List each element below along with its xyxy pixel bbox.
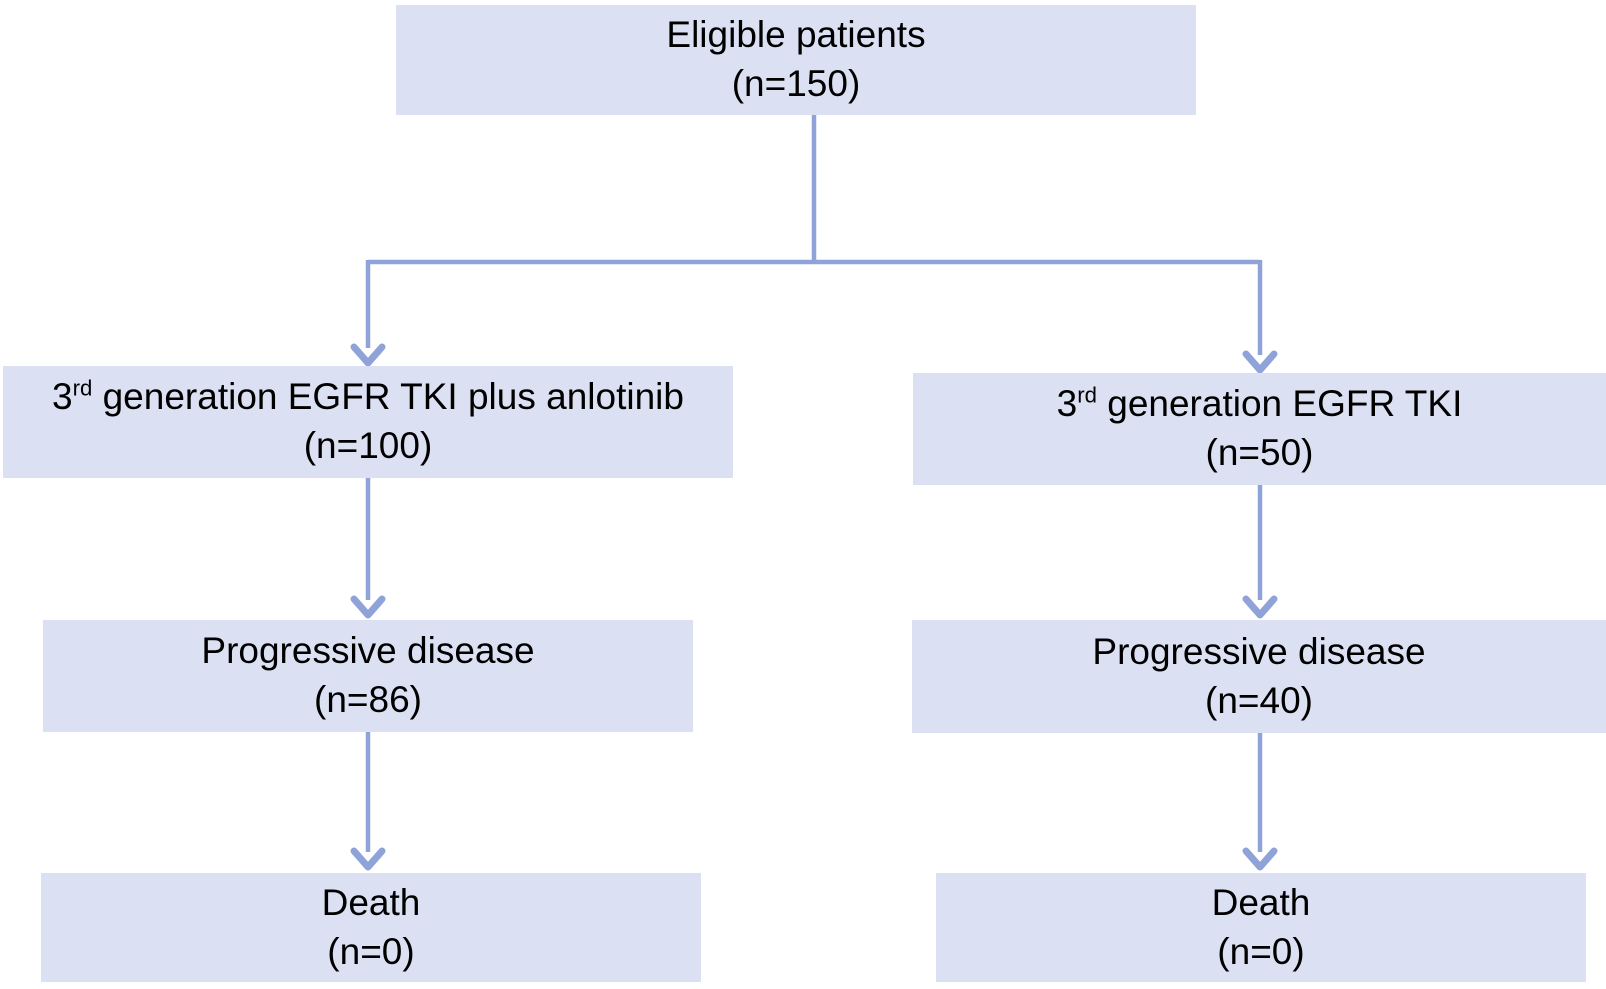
node-label-text: 3 [1056, 383, 1078, 425]
node-count: (n=150) [731, 63, 861, 104]
node-label-superscript: rd [1077, 382, 1097, 408]
node-label-text-rest: generation EGFR TKI [1096, 383, 1463, 425]
node-count: (n=100) [303, 425, 433, 466]
node-count: (n=50) [1205, 432, 1314, 473]
node-label-superscript: rd [72, 375, 93, 401]
arrow-left-pd-head [350, 595, 386, 619]
node-label: Death [1212, 879, 1311, 928]
node-tki: 3rd generation EGFR TKI (n=50) [913, 373, 1606, 485]
node-label-text-rest: generation EGFR TKI plus anlotinib [92, 376, 684, 418]
node-label-text: Progressive disease [1092, 630, 1426, 672]
node-label-text: Progressive disease [201, 630, 535, 672]
node-eligible-patients: Eligible patients (n=150) [396, 5, 1196, 115]
node-label: Progressive disease [201, 627, 534, 676]
arrow-right-death-head [1242, 847, 1278, 871]
node-label-text: Eligible patients [666, 14, 926, 56]
node-tki-plus-anlotinib: 3rd generation EGFR TKI plus anlotinib (… [3, 366, 733, 478]
arrow-branch-left-head [350, 343, 386, 367]
node-label-text: 3 [52, 376, 73, 418]
arrow-right-pd-head [1242, 595, 1278, 619]
node-death-right: Death (n=0) [936, 873, 1586, 982]
node-label: Progressive disease [1092, 628, 1425, 677]
node-label-text: Death [1211, 881, 1311, 923]
node-label-text: Death [321, 881, 421, 923]
arrow-branch-right-head [1242, 350, 1278, 374]
node-label: Eligible patients [666, 11, 925, 60]
node-count: (n=0) [327, 930, 415, 972]
node-count: (n=86) [314, 679, 422, 720]
node-count: (n=40) [1205, 679, 1313, 721]
arrow-left-death-head [350, 847, 386, 871]
node-count: (n=0) [1217, 930, 1305, 972]
node-label: Death [322, 879, 421, 928]
node-label: 3rd generation EGFR TKI [1057, 380, 1463, 429]
node-progressive-disease-right: Progressive disease (n=40) [912, 620, 1606, 733]
node-death-left: Death (n=0) [41, 873, 701, 982]
node-label: 3rd generation EGFR TKI plus anlotinib [52, 373, 684, 422]
node-progressive-disease-left: Progressive disease (n=86) [43, 620, 693, 732]
